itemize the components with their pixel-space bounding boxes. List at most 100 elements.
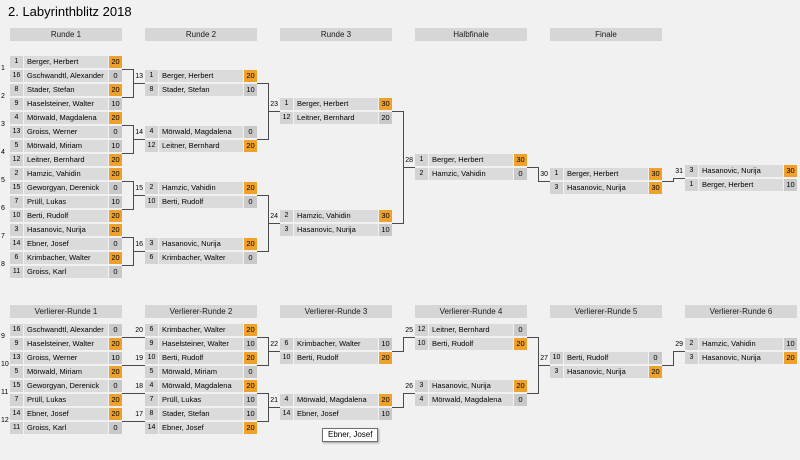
player-name[interactable]: Prüll, Lukas	[24, 394, 108, 406]
player-name[interactable]: Berti, Rudolf	[294, 352, 378, 364]
score-box[interactable]: 20	[649, 366, 662, 378]
score-box[interactable]: 10	[379, 338, 392, 350]
player-name[interactable]: Hamzic, Vahidin	[429, 168, 513, 180]
player-name[interactable]: Stader, Stefan	[159, 84, 243, 96]
player-name[interactable]: Hasanovic, Nurija	[159, 238, 243, 250]
score-box[interactable]: 20	[514, 338, 527, 350]
player-name[interactable]: Ebner, Josef	[294, 408, 378, 420]
player-name[interactable]: Krimbacher, Walter	[159, 252, 243, 264]
player-name[interactable]: Hamzic, Vahidin	[24, 168, 108, 180]
player-name[interactable]: Krimbacher, Walter	[24, 252, 108, 264]
score-box[interactable]: 0	[109, 266, 122, 278]
player-name[interactable]: Prüll, Lukas	[159, 394, 243, 406]
score-box[interactable]: 20	[244, 324, 257, 336]
player-name[interactable]: Geworgyan, Derenick	[24, 182, 108, 194]
player-name[interactable]: Hasanovic, Nurija	[699, 352, 783, 364]
player-name[interactable]: Haselsteiner, Walter	[24, 98, 108, 110]
player-name[interactable]: Mörwald, Magdalena	[24, 112, 108, 124]
player-name[interactable]: Gschwandtl, Alexander	[24, 70, 108, 82]
score-box[interactable]: 20	[109, 154, 122, 166]
score-box[interactable]: 10	[109, 352, 122, 364]
player-name[interactable]: Geworgyan, Derenick	[24, 380, 108, 392]
player-name[interactable]: Krimbacher, Walter	[159, 324, 243, 336]
score-box[interactable]: 0	[514, 394, 527, 406]
player-name[interactable]: Hasanovic, Nurija	[24, 224, 108, 236]
score-box[interactable]: 10	[244, 394, 257, 406]
player-name[interactable]: Groiss, Werner	[24, 126, 108, 138]
player-name[interactable]: Stader, Stefan	[24, 84, 108, 96]
player-name[interactable]: Leitner, Bernhard	[24, 154, 108, 166]
score-box[interactable]: 0	[109, 238, 122, 250]
score-box[interactable]: 10	[784, 179, 797, 191]
player-name[interactable]: Berger, Herbert	[699, 179, 783, 191]
player-name[interactable]: Ebner, Josef	[159, 422, 243, 434]
score-box[interactable]: 20	[109, 56, 122, 68]
score-box[interactable]: 20	[109, 84, 122, 96]
score-box[interactable]: 10	[244, 84, 257, 96]
player-name[interactable]: Berger, Herbert	[24, 56, 108, 68]
player-name[interactable]: Hamzic, Vahidin	[159, 182, 243, 194]
player-name[interactable]: Leitner, Bernhard	[159, 140, 243, 152]
score-box[interactable]: 20	[109, 408, 122, 420]
score-box[interactable]: 30	[379, 98, 392, 110]
score-box[interactable]: 20	[109, 210, 122, 222]
score-box[interactable]: 20	[244, 380, 257, 392]
score-box[interactable]: 0	[109, 182, 122, 194]
score-box[interactable]: 0	[244, 126, 257, 138]
score-box[interactable]: 10	[784, 338, 797, 350]
player-name[interactable]: Berti, Rudolf	[429, 338, 513, 350]
player-name[interactable]: Mörwald, Magdalena	[159, 126, 243, 138]
player-name[interactable]: Hasanovic, Nurija	[294, 224, 378, 236]
score-box[interactable]: 10	[244, 408, 257, 420]
player-name[interactable]: Prüll, Lukas	[24, 196, 108, 208]
player-name[interactable]: Leitner, Bernhard	[294, 112, 378, 124]
player-name[interactable]: Haselsteiner, Walter	[159, 338, 243, 350]
score-box[interactable]: 10	[244, 338, 257, 350]
score-box[interactable]: 20	[244, 422, 257, 434]
score-box[interactable]: 10	[379, 224, 392, 236]
score-box[interactable]: 10	[379, 408, 392, 420]
player-name[interactable]: Mörwald, Miriam	[24, 140, 108, 152]
player-name[interactable]: Ebner, Josef	[24, 408, 108, 420]
score-box[interactable]: 0	[244, 196, 257, 208]
score-box[interactable]: 30	[514, 154, 527, 166]
player-name[interactable]: Krimbacher, Walter	[294, 338, 378, 350]
player-name[interactable]: Hasanovic, Nurija	[564, 366, 648, 378]
score-box[interactable]: 0	[109, 70, 122, 82]
player-name[interactable]: Berger, Herbert	[564, 168, 648, 180]
score-box[interactable]: 30	[649, 182, 662, 194]
score-box[interactable]: 10	[109, 140, 122, 152]
score-box[interactable]: 20	[244, 238, 257, 250]
player-name[interactable]: Hamzic, Vahidin	[294, 210, 378, 222]
score-box[interactable]: 0	[649, 352, 662, 364]
score-box[interactable]: 30	[379, 210, 392, 222]
player-name[interactable]: Mörwald, Miriam	[24, 366, 108, 378]
score-box[interactable]: 0	[109, 380, 122, 392]
score-box[interactable]: 20	[379, 394, 392, 406]
score-box[interactable]: 10	[109, 196, 122, 208]
score-box[interactable]: 30	[784, 165, 797, 177]
player-name[interactable]: Mörwald, Magdalena	[159, 380, 243, 392]
score-box[interactable]: 0	[109, 126, 122, 138]
score-box[interactable]: 20	[109, 394, 122, 406]
score-box[interactable]: 0	[109, 324, 122, 336]
player-name[interactable]: Ebner, Josef	[24, 238, 108, 250]
player-name[interactable]: Gschwandtl, Alexander	[24, 324, 108, 336]
score-box[interactable]: 20	[379, 352, 392, 364]
player-name[interactable]: Berger, Herbert	[429, 154, 513, 166]
score-box[interactable]: 0	[514, 324, 527, 336]
score-box[interactable]: 20	[109, 252, 122, 264]
player-name[interactable]: Hamzic, Vahidin	[699, 338, 783, 350]
score-box[interactable]: 20	[109, 366, 122, 378]
score-box[interactable]: 20	[379, 112, 392, 124]
player-name[interactable]: Leitner, Bernhard	[429, 324, 513, 336]
score-box[interactable]: 0	[244, 366, 257, 378]
score-box[interactable]: 0	[514, 168, 527, 180]
score-box[interactable]: 20	[244, 70, 257, 82]
score-box[interactable]: 20	[109, 338, 122, 350]
player-name[interactable]: Groiss, Karl	[24, 266, 108, 278]
player-name[interactable]: Hasanovic, Nurija	[564, 182, 648, 194]
player-name[interactable]: Berti, Rudolf	[24, 210, 108, 222]
player-name[interactable]: Mörwald, Miriam	[159, 366, 243, 378]
player-name[interactable]: Berti, Rudolf	[159, 196, 243, 208]
